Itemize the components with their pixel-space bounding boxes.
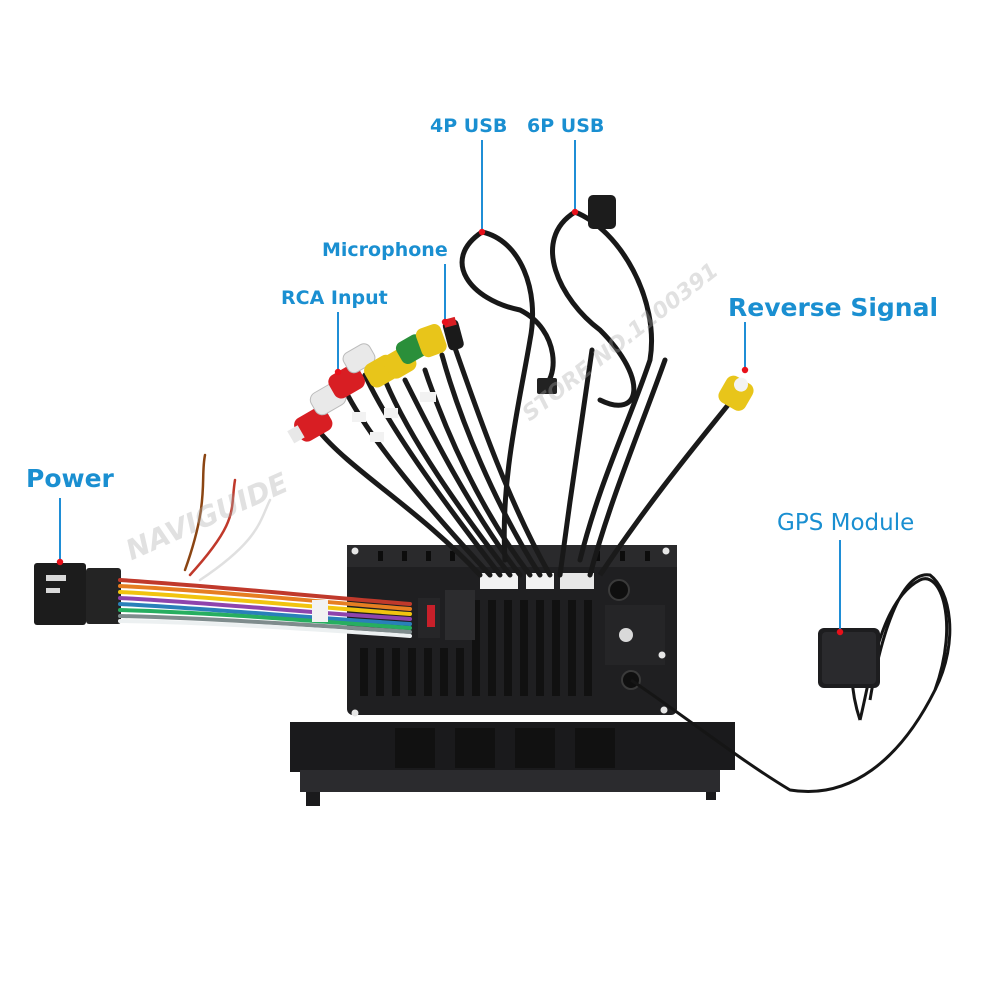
rca-plugs	[287, 316, 464, 444]
label-microphone: Microphone	[322, 239, 448, 261]
head-unit	[290, 545, 735, 806]
label-reverse-signal: Reverse Signal	[728, 293, 939, 322]
usb-plugs	[537, 195, 616, 394]
power-harness	[34, 453, 412, 638]
callout-leaders	[56, 140, 844, 636]
label-usb-4p: 4P USB	[430, 115, 508, 137]
label-rca-input: RCA Input	[281, 287, 388, 309]
reverse-cable	[597, 375, 754, 577]
label-gps-module: GPS Module	[777, 510, 915, 536]
gps-module	[818, 628, 880, 688]
rca-cables	[315, 342, 553, 578]
usb-cables	[459, 209, 668, 578]
label-power: Power	[26, 464, 114, 493]
label-usb-6p: 6P USB	[527, 115, 605, 137]
